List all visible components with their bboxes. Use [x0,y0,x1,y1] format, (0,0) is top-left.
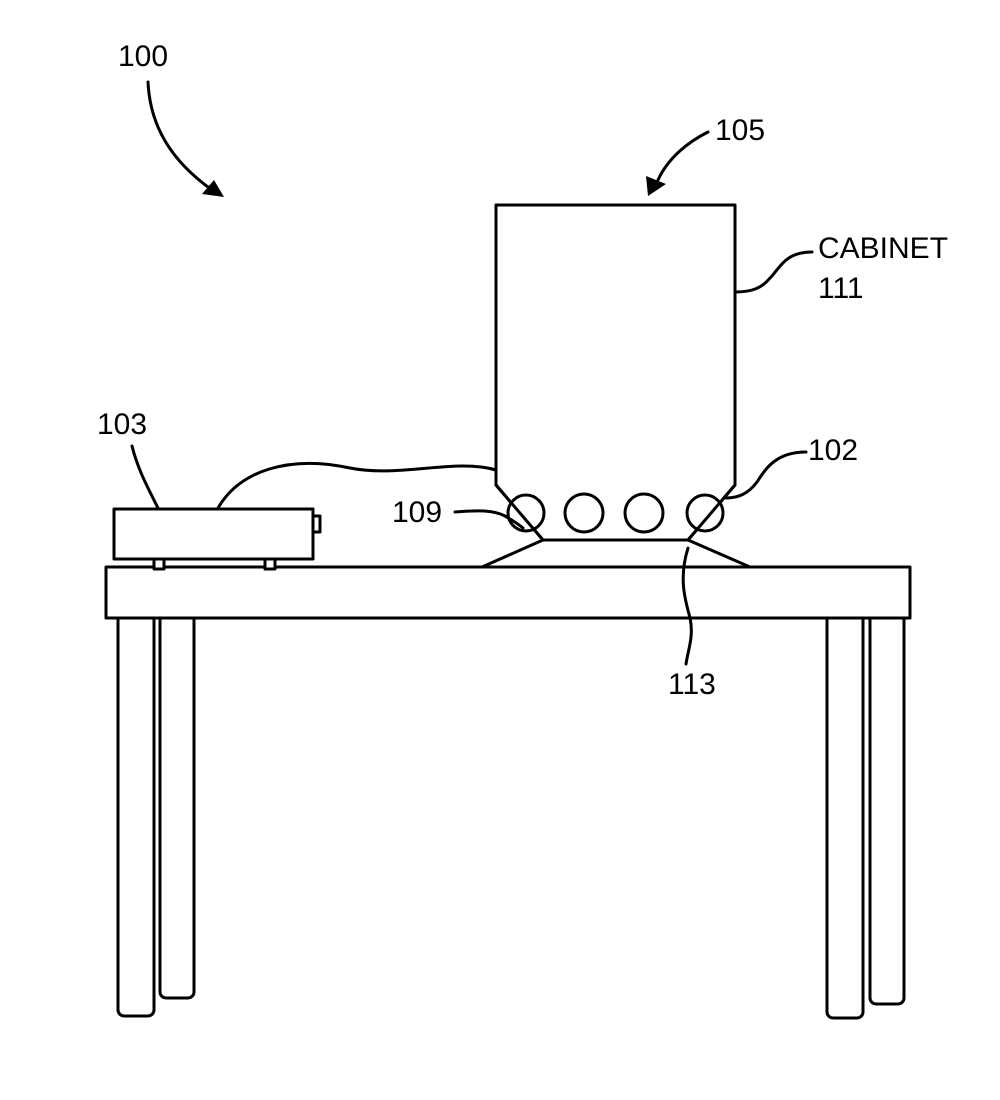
label-109: 109 [392,496,442,529]
controller-box [112,507,315,561]
table-leg-front-right [825,612,865,1020]
system-arrow-line [146,80,214,192]
cabinet-right-slope [686,483,737,542]
leader-111 [733,250,814,294]
leader-109 [453,509,525,530]
cabinet-body [494,203,737,542]
cable [216,461,498,510]
cabinet-left-slope [494,483,545,542]
controller-103: 103 [97,408,322,571]
label-113: 113 [668,668,716,701]
system-arrow-head [202,180,224,197]
table-leg-back-left [158,612,196,1000]
controller-connector [311,514,322,534]
table-leg-front-left [116,612,156,1018]
roller-1 [506,493,546,533]
assembly-arrow-head [646,176,666,196]
label-100: 100 [118,40,168,73]
roller-3 [623,492,665,534]
label-102: 102 [808,434,858,467]
table [104,565,912,1020]
leader-102 [724,450,808,500]
table-leg-back-right [868,612,906,1006]
roller-2 [563,492,605,534]
base-113 [480,538,752,569]
label-cabinet-name: CABINET [818,232,948,265]
label-105: 105 [715,114,765,147]
assembly-reference: 105 [646,114,765,196]
assembly-arrow-line [656,130,710,182]
label-103: 103 [97,408,147,441]
leader-103 [130,444,160,510]
system-reference: 100 [118,40,224,197]
leader-113 [681,546,693,666]
cabinet-111 [494,203,737,542]
label-111: 111 [818,272,864,305]
tabletop [104,565,912,620]
roller-4 [685,493,725,533]
